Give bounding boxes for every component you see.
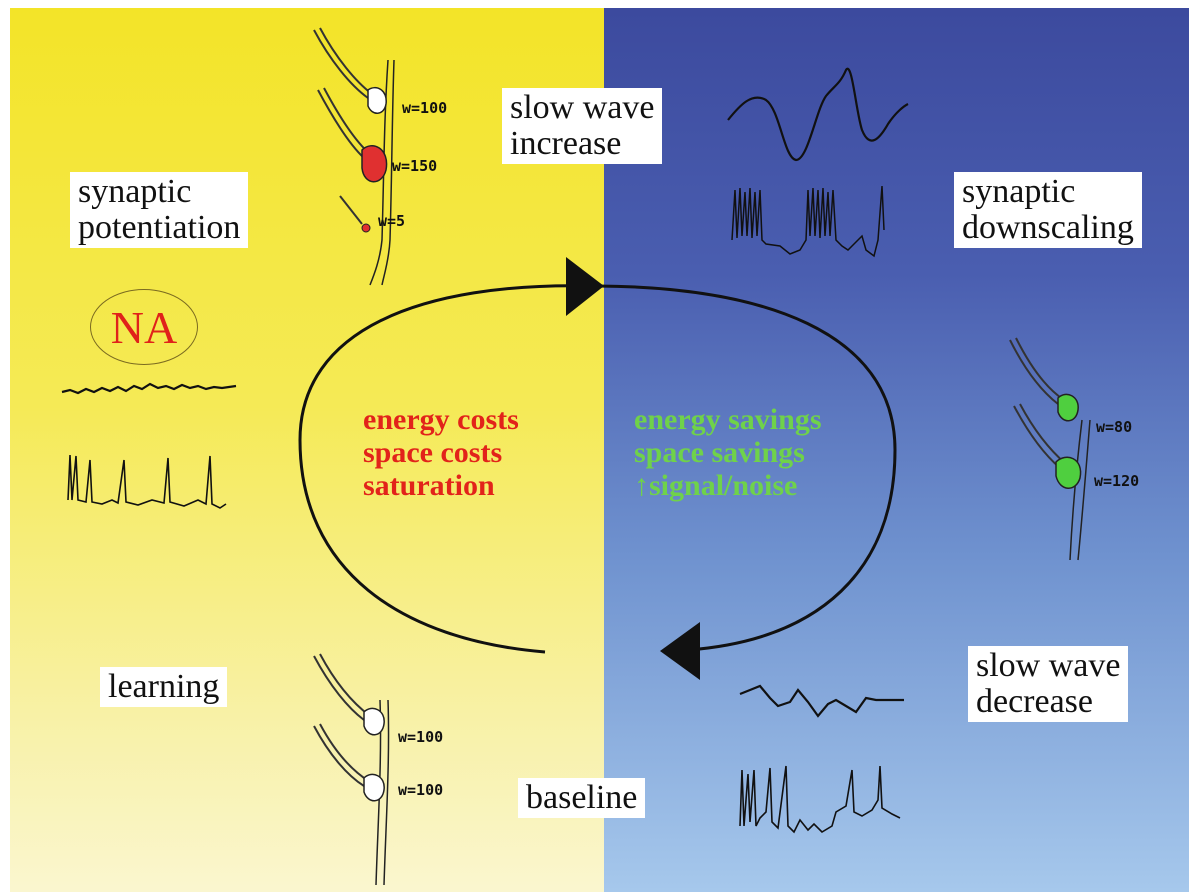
label-slow-wave-decrease: slow wave decrease xyxy=(968,646,1129,722)
arrowhead-top-icon xyxy=(566,257,604,316)
label-slow-wave-increase: slow wave increase xyxy=(502,88,663,164)
cost-item: saturation xyxy=(363,469,495,502)
label-synaptic-downscaling: synaptic downscaling xyxy=(954,172,1142,248)
arrowhead-bottom-icon xyxy=(660,622,700,680)
dendrite-top-icon: w=100 w=150 w=5 xyxy=(313,27,447,286)
dendrite-bottom-icon: w=100 w=100 xyxy=(313,653,443,886)
eeg-trace-icon xyxy=(727,67,909,162)
savings-list: energy savings space savings ↑signal/noi… xyxy=(634,403,822,502)
costs-list: energy costs space costs saturation xyxy=(363,403,519,502)
weight-label: w=100 xyxy=(402,99,447,117)
eeg-trace-icon xyxy=(739,684,904,718)
spike-train-icon xyxy=(67,454,227,509)
weight-label: w=80 xyxy=(1096,418,1132,436)
label-learning: learning xyxy=(100,667,228,707)
weight-label: w=120 xyxy=(1094,472,1139,490)
label-synaptic-potentiation: synaptic potentiation xyxy=(70,172,249,248)
saving-item: ↑signal/noise xyxy=(634,469,798,502)
saving-item: energy savings xyxy=(634,403,822,436)
spike-train-icon xyxy=(739,765,901,834)
weight-label: w=5 xyxy=(378,212,405,230)
cost-item: energy costs xyxy=(363,403,519,436)
na-badge: NA xyxy=(90,289,198,365)
weight-label: w=150 xyxy=(392,157,437,175)
dendrite-right-icon: w=80 w=120 xyxy=(1009,337,1139,561)
weight-label: w=100 xyxy=(398,728,443,746)
cost-item: space costs xyxy=(363,436,503,469)
cycle-arrow-icon xyxy=(298,284,897,654)
label-baseline: baseline xyxy=(518,778,646,818)
spike-train-icon xyxy=(731,185,885,258)
eeg-trace-icon xyxy=(61,382,237,395)
saving-item: space savings xyxy=(634,436,805,469)
weight-label: w=100 xyxy=(398,781,443,799)
